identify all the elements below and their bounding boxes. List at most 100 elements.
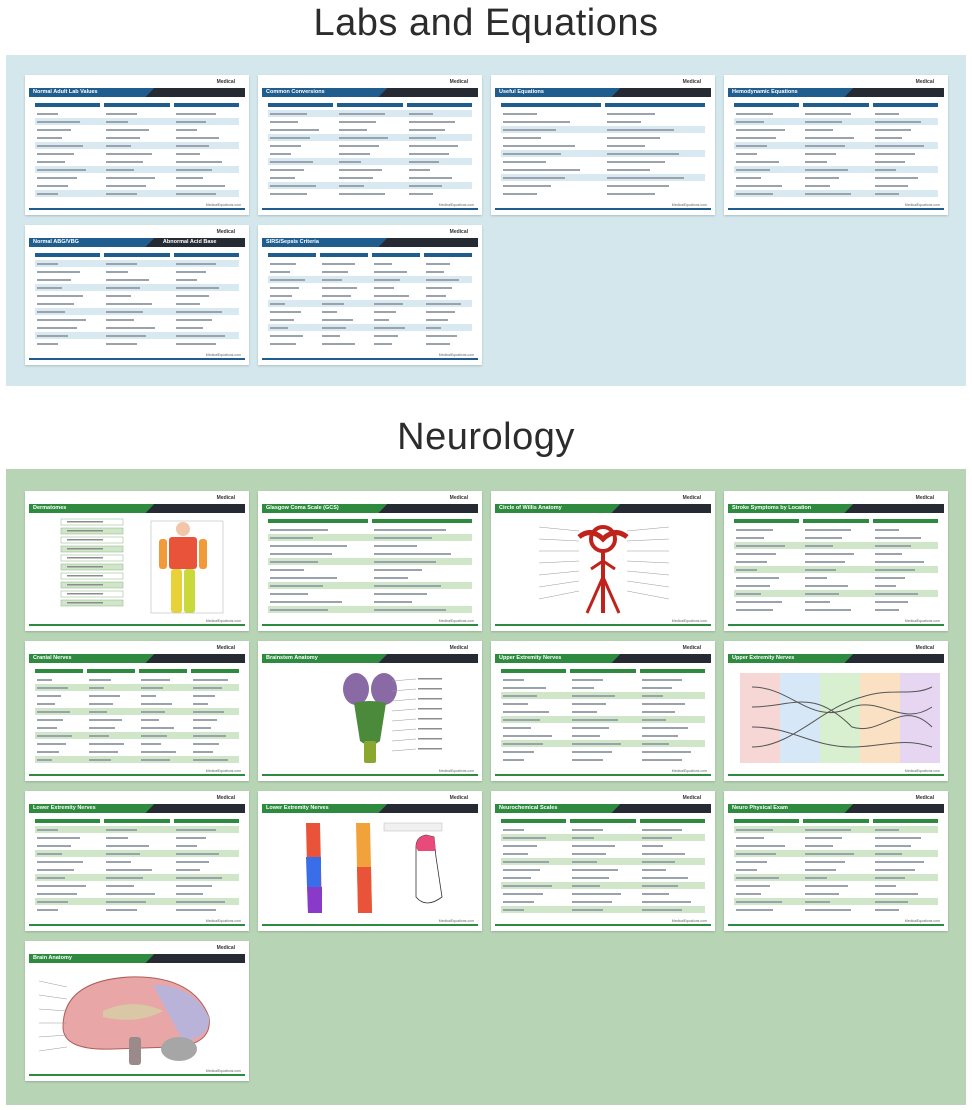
table-cell-text xyxy=(37,153,74,155)
table-header-cell xyxy=(501,103,601,107)
table-cell-text xyxy=(374,327,405,329)
card-header-accent xyxy=(262,654,388,663)
card-footer-label: MedicalEquations.com xyxy=(205,619,241,623)
table-cell-text xyxy=(270,177,295,179)
card-title: Stroke Symptoms by Location xyxy=(732,505,812,511)
table-cell-text xyxy=(408,177,452,179)
table-cell-text xyxy=(874,121,921,123)
table-cell-text xyxy=(874,561,924,563)
table-cell-text xyxy=(270,295,292,297)
table-cell-text xyxy=(106,885,134,887)
table-cell-text xyxy=(736,569,758,571)
table-row-band xyxy=(35,260,239,267)
table-cell-text xyxy=(175,113,216,115)
table-cell-text xyxy=(572,719,619,721)
table-cell-text xyxy=(339,193,386,195)
table-cell-text xyxy=(572,837,594,839)
table-cell-text xyxy=(37,311,65,313)
card-footer-label: MedicalEquations.com xyxy=(671,769,707,773)
table-cell-text xyxy=(175,161,222,163)
table-row-band xyxy=(35,142,239,149)
table-header-cell xyxy=(803,103,869,107)
table-cell-text xyxy=(141,711,166,713)
card-header-bar: Hemodynamic Equations xyxy=(728,88,944,97)
table-cell-text xyxy=(572,845,616,847)
table-cell-text xyxy=(572,711,597,713)
table-cell-text xyxy=(736,837,764,839)
table-cell-text xyxy=(874,885,897,887)
table-header-cell xyxy=(35,819,101,823)
table-cell-text xyxy=(339,169,383,171)
card-footer-bar xyxy=(262,924,478,926)
table-cell-text xyxy=(37,145,83,147)
table-cell-text xyxy=(37,295,83,297)
table-cell-text xyxy=(641,885,679,887)
plexus-region xyxy=(740,673,780,763)
table-header-cell xyxy=(191,669,239,673)
card-title: Upper Extremity Nerves xyxy=(499,655,562,661)
table-cell-text xyxy=(141,735,168,737)
label-leader xyxy=(538,580,580,588)
label-leader xyxy=(391,678,417,682)
table-cell-text xyxy=(175,137,219,139)
table-cell-text xyxy=(270,577,338,579)
table-cell-text xyxy=(426,263,451,265)
card-header-accent xyxy=(262,88,388,97)
table-cell-text xyxy=(339,153,370,155)
table-cell-text xyxy=(37,271,80,273)
table-cell-text xyxy=(106,279,150,281)
card-content xyxy=(499,667,707,769)
brand-logo: Medical xyxy=(682,795,701,801)
label-leader xyxy=(626,580,670,588)
table-cell-text xyxy=(106,909,137,911)
table-cell-text xyxy=(193,679,229,681)
table-cell-text xyxy=(874,901,909,903)
table-cell-text xyxy=(805,145,846,147)
card-header-bar: Normal Adult Lab Values xyxy=(29,88,245,97)
table-cell-text xyxy=(175,335,225,337)
table-cell-text xyxy=(106,319,134,321)
table-cell-text xyxy=(607,193,655,195)
table-cell-text xyxy=(503,145,575,147)
table-header-cell xyxy=(268,103,334,107)
label-leader xyxy=(38,1034,68,1038)
card-content xyxy=(499,101,707,203)
table-cell-text xyxy=(736,145,767,147)
table-cell-text xyxy=(37,343,59,345)
table-cell-text xyxy=(572,759,603,761)
table-row-band xyxy=(501,174,705,181)
plexus-region xyxy=(820,673,860,763)
table-cell-text xyxy=(736,561,767,563)
table-header-cell xyxy=(734,519,800,523)
table-cell-text xyxy=(270,137,310,139)
table-cell-text xyxy=(270,545,347,547)
dermatome-list-text xyxy=(67,539,103,541)
table-cell-text xyxy=(874,193,900,195)
table-cell-text xyxy=(607,121,641,123)
table-cell-text xyxy=(572,743,622,745)
table-cell-text xyxy=(408,121,455,123)
table-cell-text xyxy=(141,703,172,705)
table-cell-text xyxy=(374,319,390,321)
table-cell-text xyxy=(805,861,846,863)
